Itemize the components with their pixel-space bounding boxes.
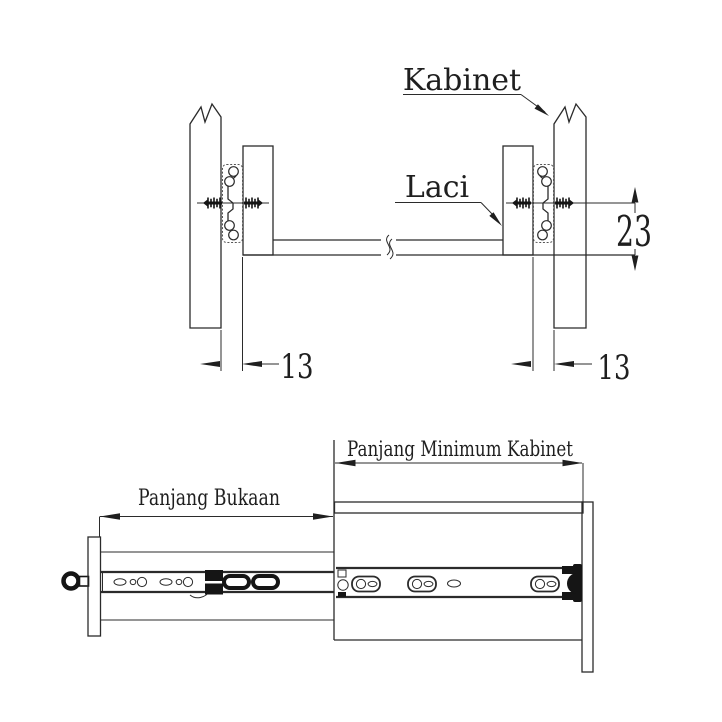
slide-slot-heavy-1: [222, 574, 251, 590]
dim23-arrow-down-icon: [631, 255, 639, 271]
break-symbol: [386, 234, 394, 260]
panjang-minimum-kabinet-label: Panjang Minimum Kabinet: [347, 437, 573, 461]
dim13-right-arrow-a-icon: [511, 361, 531, 367]
dim23-value: 23: [616, 207, 652, 256]
drawer-bottom-panel: [243, 234, 635, 260]
slide-bracket-block-top: [205, 570, 223, 581]
laci-leader-arrow-icon: [489, 212, 502, 226]
mounting-screw-left-inner: [242, 196, 265, 210]
cabinet-body: [333, 440, 594, 673]
dim13-left-value: 13: [281, 347, 314, 387]
bottom-view-side-view: Panjang Bukaan Panjang Minimum Kabinet: [61, 437, 594, 673]
kabinet-leader-arrow-icon: [534, 104, 549, 116]
kabinet-callout: Kabinet: [403, 63, 549, 116]
rail-hole-oval: [447, 579, 461, 588]
knob-ring-icon: [61, 571, 81, 591]
mounting-screw-right-inner: [510, 196, 533, 210]
dimension-panjang-bukaan: Panjang Bukaan: [99, 486, 333, 537]
dimension-13-right: 13: [511, 257, 631, 388]
dim13-right-value: 13: [598, 348, 631, 388]
rail-rear-bracket-icon: [562, 564, 582, 602]
dim23-arrow-up-icon: [631, 187, 639, 203]
bukaan-arrow-right-icon: [313, 513, 333, 520]
cabinet-back-wall: [581, 501, 594, 673]
slide-bracket-block-bottom: [205, 583, 223, 595]
drawer-slide-extended: [101, 570, 334, 599]
dim13-right-arrow-b-icon: [554, 361, 574, 367]
drawer-side-outline: [100, 551, 334, 621]
rail-mounting-slot-2: [407, 575, 437, 593]
rail-mounting-slot-1: [351, 575, 381, 593]
drawer-knob: [61, 571, 90, 591]
cabinet-rail: [336, 564, 582, 602]
dimension-23: 23: [616, 187, 652, 271]
kabinet-label: Kabinet: [403, 63, 521, 98]
dim13-left-arrow-a-icon: [200, 361, 220, 367]
minimum-arrow-left-icon: [335, 459, 356, 467]
bukaan-arrow-left-icon: [100, 513, 120, 520]
dimension-panjang-minimum-kabinet: Panjang Minimum Kabinet: [335, 437, 584, 502]
drawer-front-panel: [87, 536, 102, 637]
minimum-arrow-right-icon: [562, 459, 583, 467]
cabinet-wall-right: [553, 102, 587, 329]
rail-mounting-slot-3: [530, 575, 560, 593]
dimension-13-left: 13: [200, 257, 314, 387]
laci-callout: Laci: [395, 170, 502, 226]
cabinet-wall-left: [189, 102, 222, 329]
mounting-screw-left-outer: [201, 196, 224, 210]
mounting-screw-right-outer: [553, 196, 576, 210]
cabinet-top-wall: [333, 501, 584, 514]
slide-slot-heavy-2: [251, 574, 280, 590]
top-view-cross-section: Kabinet Laci 23 13: [189, 63, 652, 388]
laci-label: Laci: [405, 170, 469, 205]
panjang-bukaan-label: Panjang Bukaan: [138, 486, 280, 511]
dim13-left-arrow-b-icon: [242, 361, 262, 367]
